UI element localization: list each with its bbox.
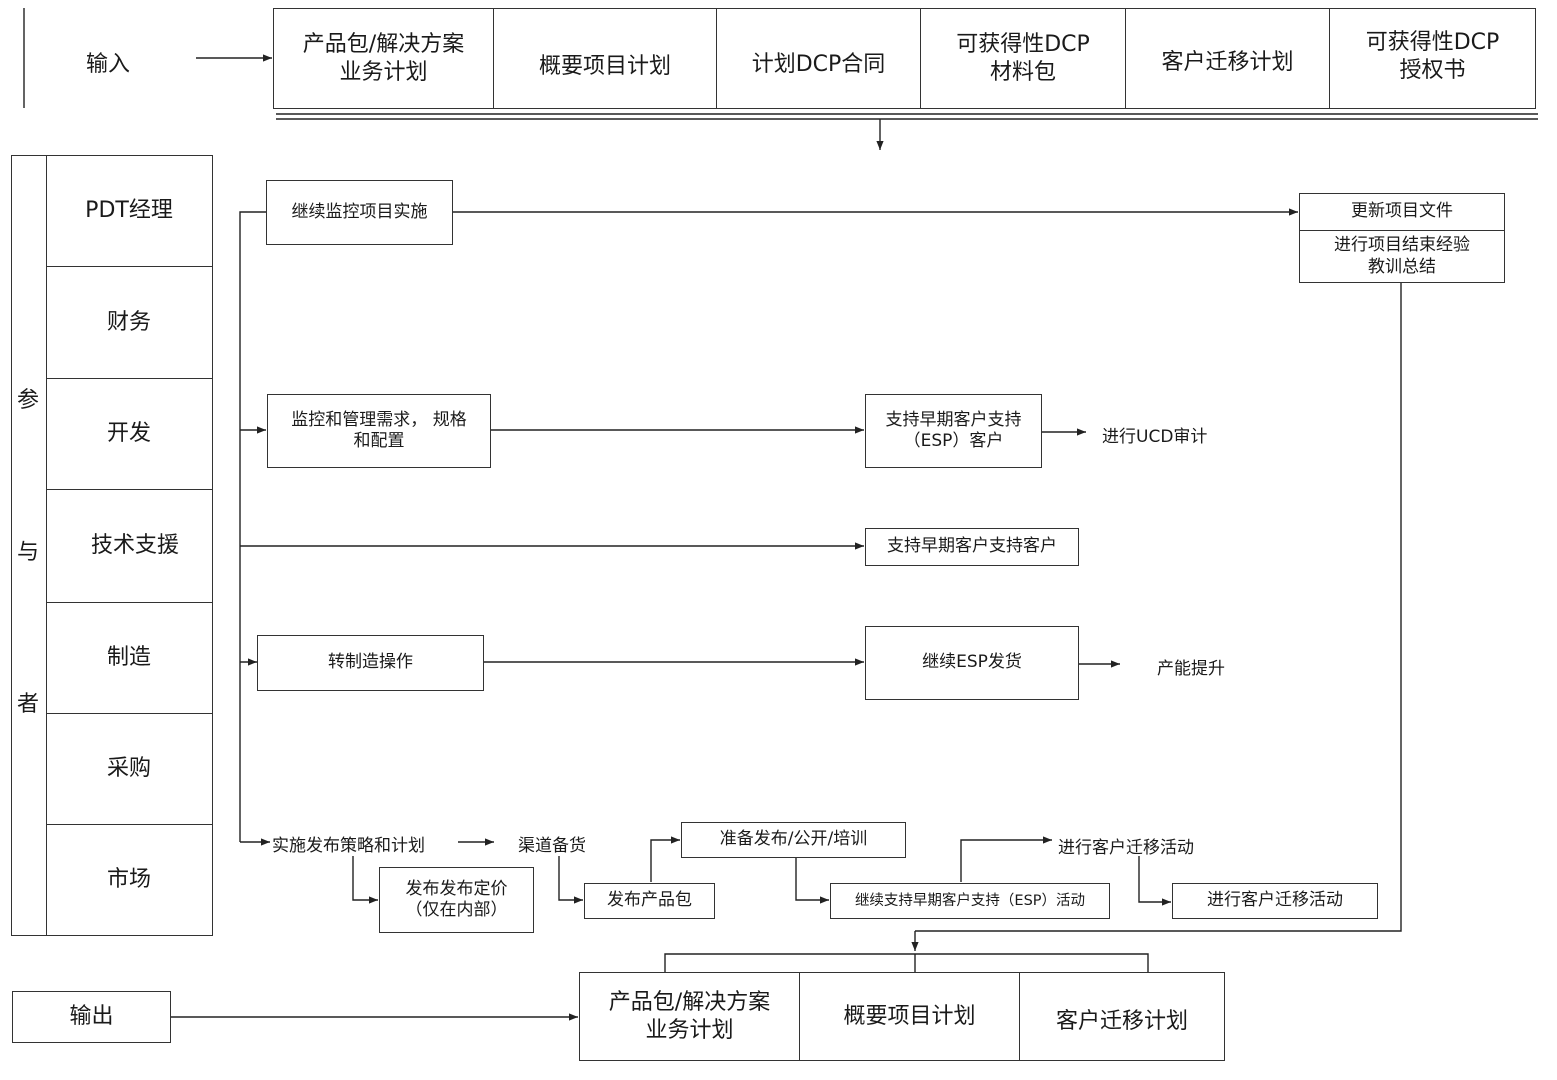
activity-support-esp-customers: 支持早期客户支持 （ESP）客户 bbox=[865, 394, 1042, 468]
role-pdt-manager: PDT经理 bbox=[46, 156, 212, 267]
activity-publish-pricing: 发布发布定价 （仅在内部） bbox=[379, 867, 534, 933]
output-cell-business-plan: 产品包/解决方案 业务计划 bbox=[580, 973, 800, 1060]
participants-label-char-1: 参 bbox=[17, 388, 40, 413]
output-cell-migration-plan: 客户迁移计划 bbox=[1055, 1008, 1188, 1034]
activity-capacity-ramp: 产能提升 bbox=[1157, 659, 1225, 679]
activity-monitor-implementation: 继续监控项目实施 bbox=[266, 180, 453, 245]
participants-label-column: 参 与 者 bbox=[12, 156, 47, 935]
activity-update-docs: 更新项目文件 bbox=[1300, 194, 1504, 231]
prep-to-esp-act-arrow bbox=[795, 858, 829, 904]
input-cell-dcp-contract: 计划DCP合同 bbox=[717, 9, 921, 108]
input-cell-dcp-materials: 可获得性DCP 材料包 bbox=[921, 9, 1126, 108]
output-table: 产品包/解决方案 业务计划 概要项目计划 客户迁移计划 bbox=[579, 972, 1225, 1061]
input-cell-business-plan: 产品包/解决方案 业务计划 bbox=[274, 9, 494, 108]
migration-to-migration-arrow bbox=[1138, 856, 1171, 906]
main-bus-line bbox=[239, 211, 266, 842]
activity-continue-esp-shipping: 继续ESP发货 bbox=[865, 626, 1079, 700]
activity-transfer-to-manufacturing: 转制造操作 bbox=[257, 635, 484, 691]
role-development: 开发 bbox=[46, 379, 212, 490]
participants-table: 参 与 者 PDT经理 财务 开发 技术支援 制造 采购 市场 bbox=[11, 155, 213, 936]
activity-customer-migration-1: 进行客户迁移活动 bbox=[1058, 838, 1194, 858]
output-label: 输出 bbox=[12, 991, 171, 1043]
publish-to-prep-arrow bbox=[650, 836, 680, 882]
channel-to-publish-arrow bbox=[558, 856, 583, 904]
activity-manage-requirements: 监控和管理需求， 规格 和配置 bbox=[267, 394, 491, 468]
participants-label-char-3: 者 bbox=[17, 692, 40, 717]
role-marketing: 市场 bbox=[106, 867, 151, 893]
esp-act-to-migration-arrow bbox=[960, 836, 1052, 882]
activity-prepare-launch: 准备发布/公开/培训 bbox=[681, 822, 906, 858]
role-manufacturing: 制造 bbox=[46, 603, 212, 714]
activity-publish-package: 发布产品包 bbox=[584, 883, 715, 919]
activity-project-close-box: 更新项目文件 进行项目结束经验 教训总结 bbox=[1299, 193, 1505, 283]
output-bracket bbox=[664, 953, 1149, 972]
participants-label-char-2: 与 bbox=[17, 540, 40, 565]
input-table: 产品包/解决方案 业务计划 概要项目计划 计划DCP合同 可获得性DCP 材料包… bbox=[273, 8, 1536, 109]
launch-to-pricing-arrow bbox=[352, 856, 378, 904]
activity-ucd-audit: 进行UCD审计 bbox=[1102, 427, 1208, 447]
output-cell-project-plan: 概要项目计划 bbox=[800, 973, 1020, 1060]
role-procurement: 采购 bbox=[46, 714, 212, 825]
activity-lessons-learned: 进行项目结束经验 教训总结 bbox=[1334, 235, 1470, 277]
activity-customer-migration-2: 进行客户迁移活动 bbox=[1172, 883, 1378, 919]
activity-continue-esp-activities: 继续支持早期客户支持（ESP）活动 bbox=[830, 883, 1110, 919]
activity-launch-plan: 实施发布策略和计划 bbox=[272, 836, 425, 856]
end-to-output-line bbox=[915, 282, 1402, 932]
role-finance: 财务 bbox=[46, 267, 212, 379]
role-tech-support: 技术支援 bbox=[46, 490, 212, 603]
input-cell-migration-plan: 客户迁移计划 bbox=[1126, 9, 1330, 108]
input-label: 输入 bbox=[86, 52, 131, 77]
activity-channel-stock: 渠道备货 bbox=[518, 836, 586, 856]
activity-support-early-customers: 支持早期客户支持客户 bbox=[865, 528, 1079, 566]
input-cell-dcp-authorization: 可获得性DCP 授权书 bbox=[1365, 30, 1500, 83]
input-cell-project-plan: 概要项目计划 bbox=[494, 9, 717, 108]
